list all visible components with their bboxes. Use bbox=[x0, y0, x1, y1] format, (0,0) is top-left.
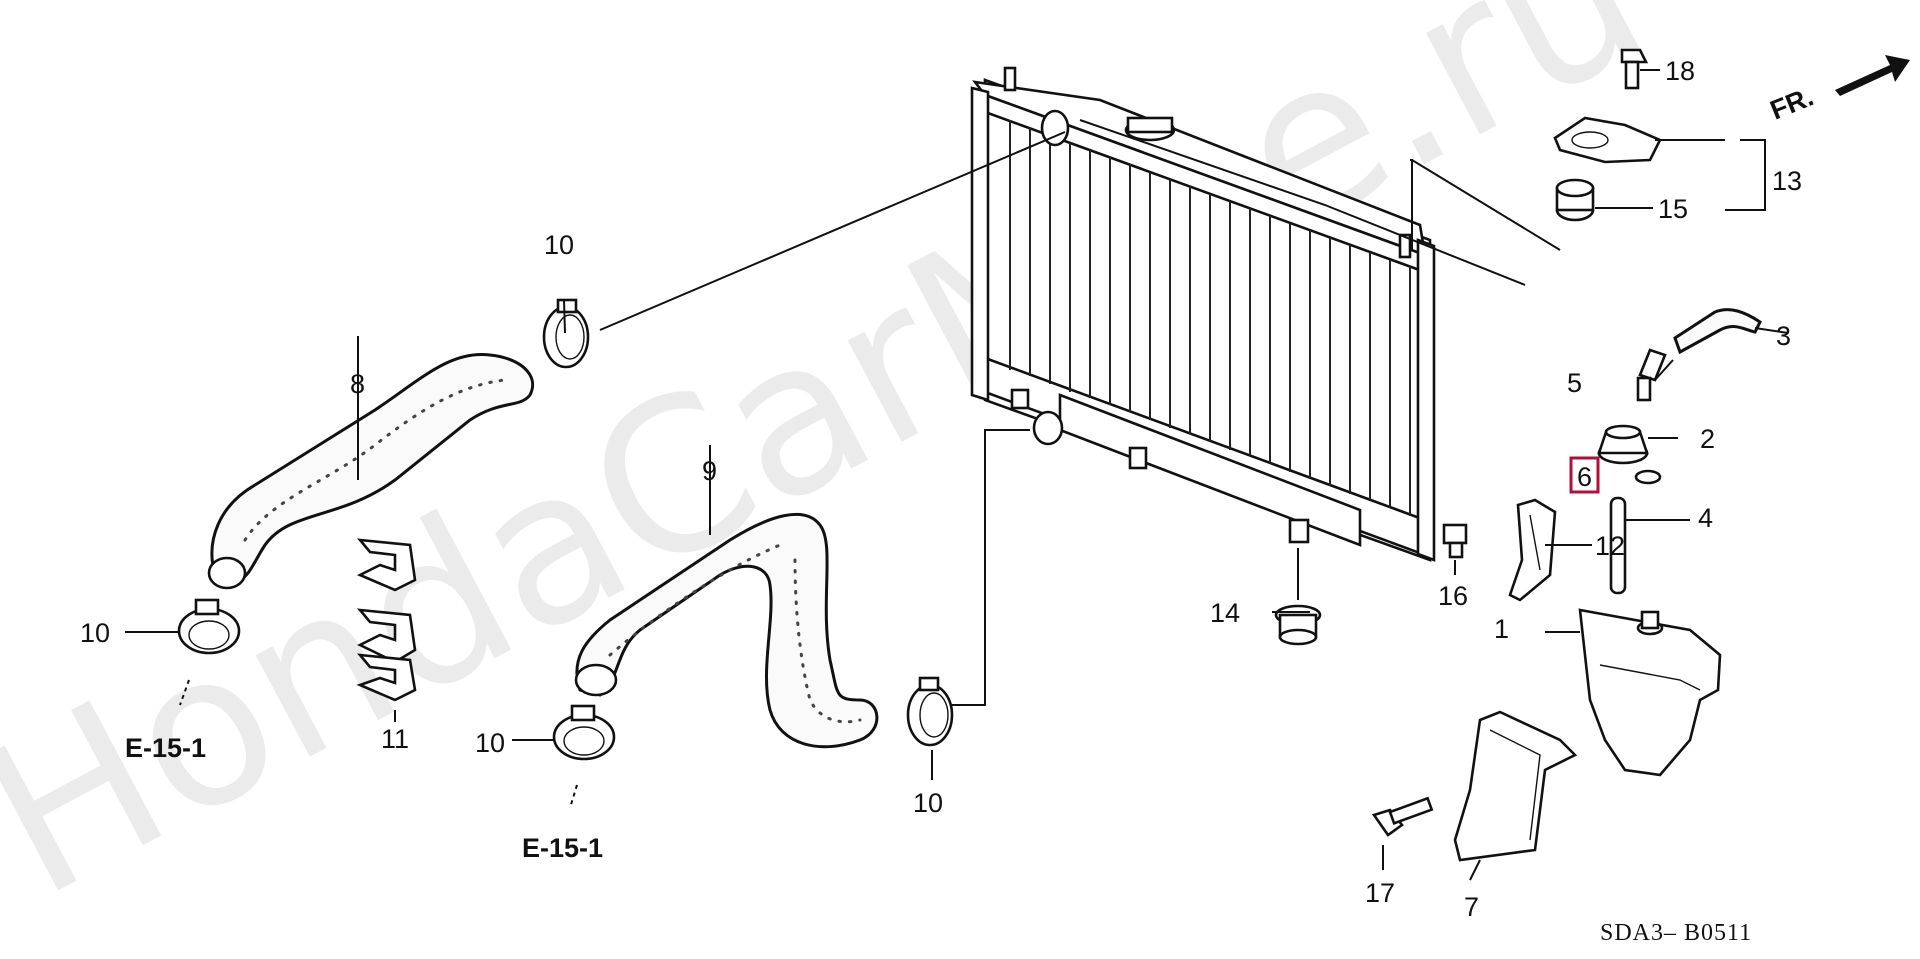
part-6-highlight-box bbox=[1569, 456, 1600, 494]
upper-mount-bracket-13 bbox=[1553, 116, 1662, 164]
part-label-6: 6 bbox=[1577, 462, 1592, 492]
part-label-15: 15 bbox=[1658, 194, 1688, 224]
reserve-tank-cap-2 bbox=[1597, 424, 1649, 465]
tank-bracket-12 bbox=[1508, 498, 1557, 602]
part-label-10-left: 10 bbox=[80, 618, 110, 648]
part-label-8: 8 bbox=[350, 369, 365, 399]
part-label-10-lower-left: 10 bbox=[475, 728, 505, 758]
part-label-10-lower-right: 10 bbox=[913, 788, 943, 818]
drain-plug-16 bbox=[1442, 523, 1468, 559]
part-label-3: 3 bbox=[1776, 321, 1791, 351]
hose-clamp-10-left bbox=[177, 598, 241, 655]
part-label-17: 17 bbox=[1365, 878, 1395, 908]
diagram-code: SDA3– B0511 bbox=[1600, 920, 1752, 946]
hose-clamp-10-lower-left bbox=[552, 704, 616, 761]
leader-lines bbox=[125, 69, 1789, 881]
part-label-10-upper: 10 bbox=[544, 230, 574, 260]
part-label-18: 18 bbox=[1665, 56, 1695, 86]
tank-bracket-7 bbox=[1453, 710, 1578, 862]
part-label-9: 9 bbox=[702, 456, 717, 486]
part-label-4: 4 bbox=[1698, 503, 1713, 533]
upper-cushion-15 bbox=[1555, 178, 1595, 222]
siphon-tube-4 bbox=[1609, 496, 1627, 595]
reference-label-left: E-15-1 bbox=[125, 733, 206, 763]
part-label-2: 2 bbox=[1700, 424, 1715, 454]
overflow-tube-3 bbox=[1673, 308, 1762, 355]
radiator bbox=[970, 66, 1436, 562]
upper-radiator-hose-8 bbox=[207, 352, 534, 590]
part-label-11: 11 bbox=[381, 724, 409, 754]
part-label-14: 14 bbox=[1210, 598, 1240, 628]
front-direction-label: FR. bbox=[1766, 81, 1818, 125]
hose-clamp-10-lower-right bbox=[906, 676, 954, 747]
part-number-labels: 1 2 3 4 5 6 7 8 9 10 10 10 10 11 12 13 1… bbox=[80, 56, 1802, 922]
lower-radiator-hose-9 bbox=[574, 512, 879, 749]
part-label-7: 7 bbox=[1464, 892, 1479, 922]
reserve-tank-1 bbox=[1578, 608, 1722, 777]
hose-clamp-10-upper bbox=[542, 298, 590, 369]
part-label-13: 13 bbox=[1772, 166, 1802, 196]
part-label-12: 12 bbox=[1595, 531, 1625, 561]
bolt-18 bbox=[1620, 48, 1649, 90]
part-label-1: 1 bbox=[1494, 614, 1509, 644]
washer-6 bbox=[1634, 469, 1662, 485]
hose-joint-5 bbox=[1636, 348, 1667, 402]
hose-clip-11 bbox=[356, 538, 417, 702]
front-direction-arrow: FR. bbox=[1766, 55, 1910, 126]
bolt-17 bbox=[1371, 796, 1434, 837]
reference-label-center: E-15-1 bbox=[522, 833, 603, 863]
lower-cushion-14 bbox=[1274, 604, 1322, 646]
part-label-5: 5 bbox=[1567, 368, 1582, 398]
part-label-16: 16 bbox=[1438, 581, 1468, 611]
